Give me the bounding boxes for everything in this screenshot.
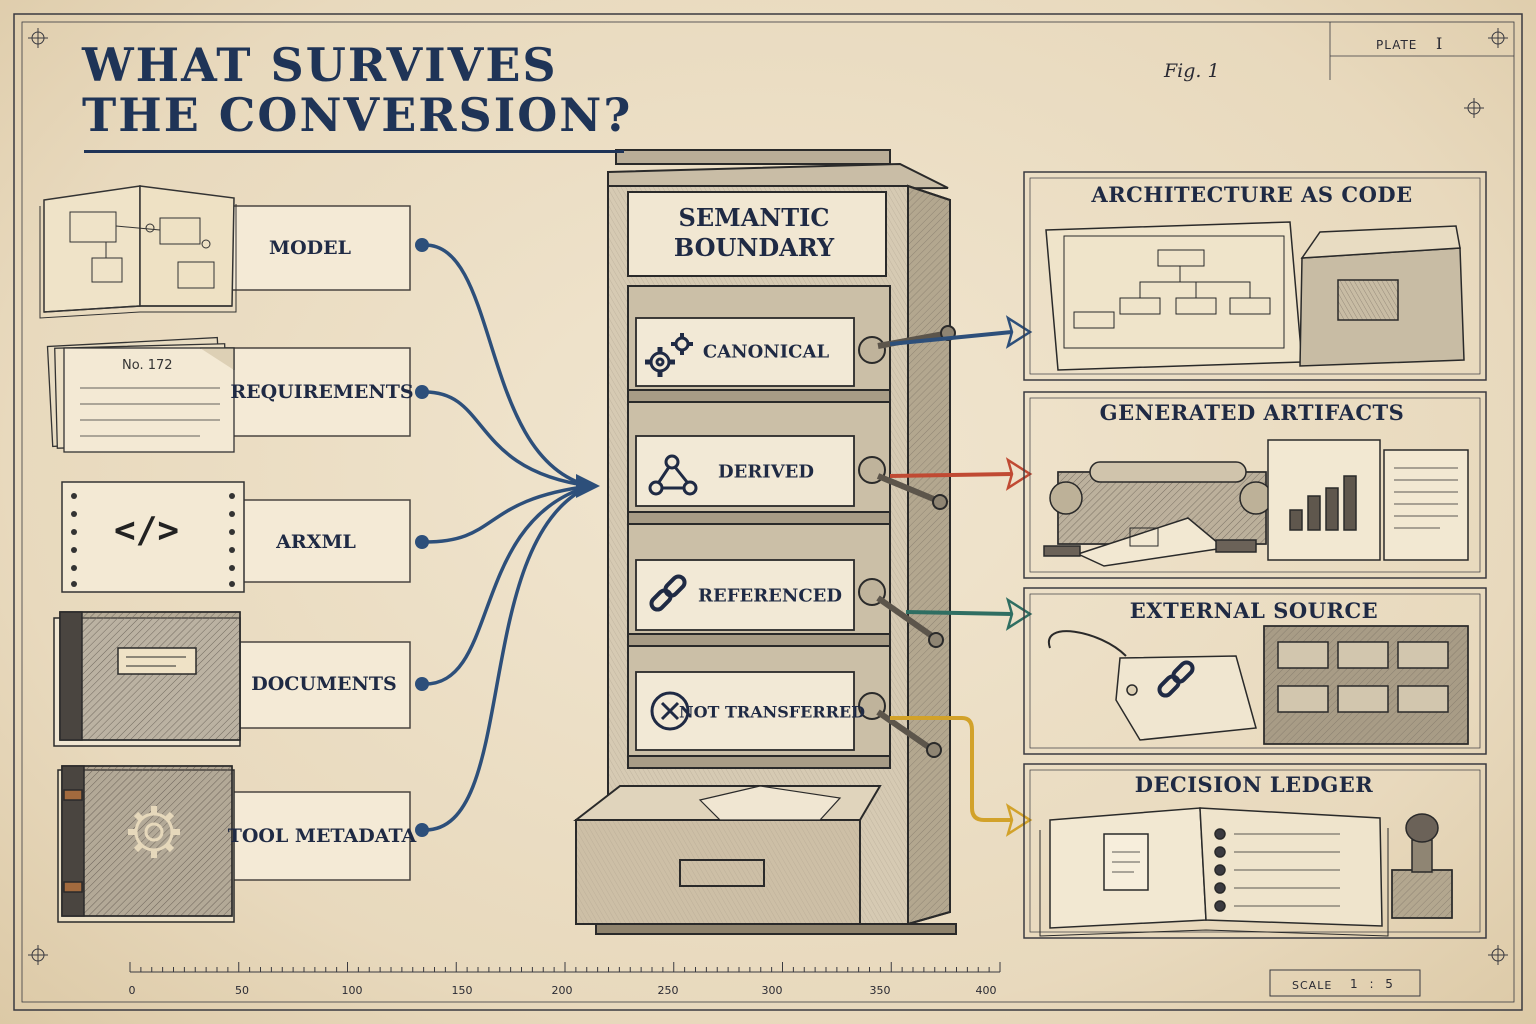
input-connectors [424,243,591,832]
page-border [13,13,1523,1011]
ruler-tick-label: 50 [235,984,249,997]
output-title-architecture-as-code: ARCHITECTURE AS CODE [1091,182,1413,207]
ruler-tick-label: 200 [551,984,573,997]
documents-folder-icon [53,611,241,747]
output-arrows [889,330,1013,822]
page-title: WHAT SURVIVES THE CONVERSION? [82,40,682,140]
printing-press-icon [1043,439,1469,567]
canonical-gears-icon [645,333,693,377]
scale-box [1269,969,1421,997]
title-line-2: THE CONVERSION? [82,88,633,142]
category-label-referenced: REFERENCED [698,585,842,607]
category-label-not-transferred: NOT TRANSFERRED [678,702,866,722]
output-title-decision-ledger: DECISION LEDGER [1134,772,1374,797]
ruler [129,962,1001,973]
ruler-tick-label: 400 [975,984,997,997]
output-title-generated-artifacts: GENERATED ARTIFACTS [1099,400,1405,425]
ruler-tick-label: 300 [761,984,783,997]
input-label-tool-metadata: TOOL METADATA [227,825,417,847]
category-label-derived: DERIVED [717,461,815,483]
derived-branch-icon [648,454,698,496]
output-arrowheads [1005,315,1033,837]
input-label-model: MODEL [269,237,351,259]
arxml-code-glyph: </> [114,510,180,551]
boundary-line-1: SEMANTIC [678,203,830,232]
requirements-card-number: No. 172 [122,358,173,373]
ruler-tick-label: 350 [869,984,891,997]
input-label-arxml: ARXML [276,531,356,553]
tool-metadata-binder-icon [57,765,235,923]
input-arrowhead [576,474,600,498]
arxml-card-icon [61,481,245,593]
output-title-external-source: EXTERNAL SOURCE [1129,598,1379,623]
boundary-line-2: BOUNDARY [673,233,835,262]
title-line-1: WHAT SURVIVES [82,38,558,92]
output-panels [1023,171,1487,939]
scale-value: 1 : 5 [1350,977,1393,991]
semantic-boundary-plaque: SEMANTIC BOUNDARY [636,198,872,268]
input-label-requirements: REQUIREMENTS [230,381,414,403]
figure-label: Fig. 1 [1164,60,1220,82]
ruler-tick-label: 0 [128,984,136,997]
category-label-canonical: CANONICAL [702,341,830,363]
model-blueprint-icon [39,185,237,319]
ledger-and-stamp-icon [1039,807,1453,937]
tag-and-cabinet-icon [1047,625,1469,745]
input-label-documents: DOCUMENTS [251,673,397,695]
referenced-link-icon [649,574,687,612]
plate-label: PLATE [1376,38,1418,52]
input-label-boxes [199,205,411,881]
ruler-tick-label: 150 [451,984,473,997]
architecture-blueprint-icon [1045,221,1465,371]
ruler-tick-label: 250 [657,984,679,997]
scale-label: SCALE [1292,979,1333,992]
ruler-tick-label: 100 [341,984,363,997]
plate-number: I [1436,34,1443,53]
title-underline [84,150,624,153]
not-transferred-x-icon [650,691,690,731]
input-connector-dots [415,238,429,837]
requirements-cards-icon [46,336,235,453]
